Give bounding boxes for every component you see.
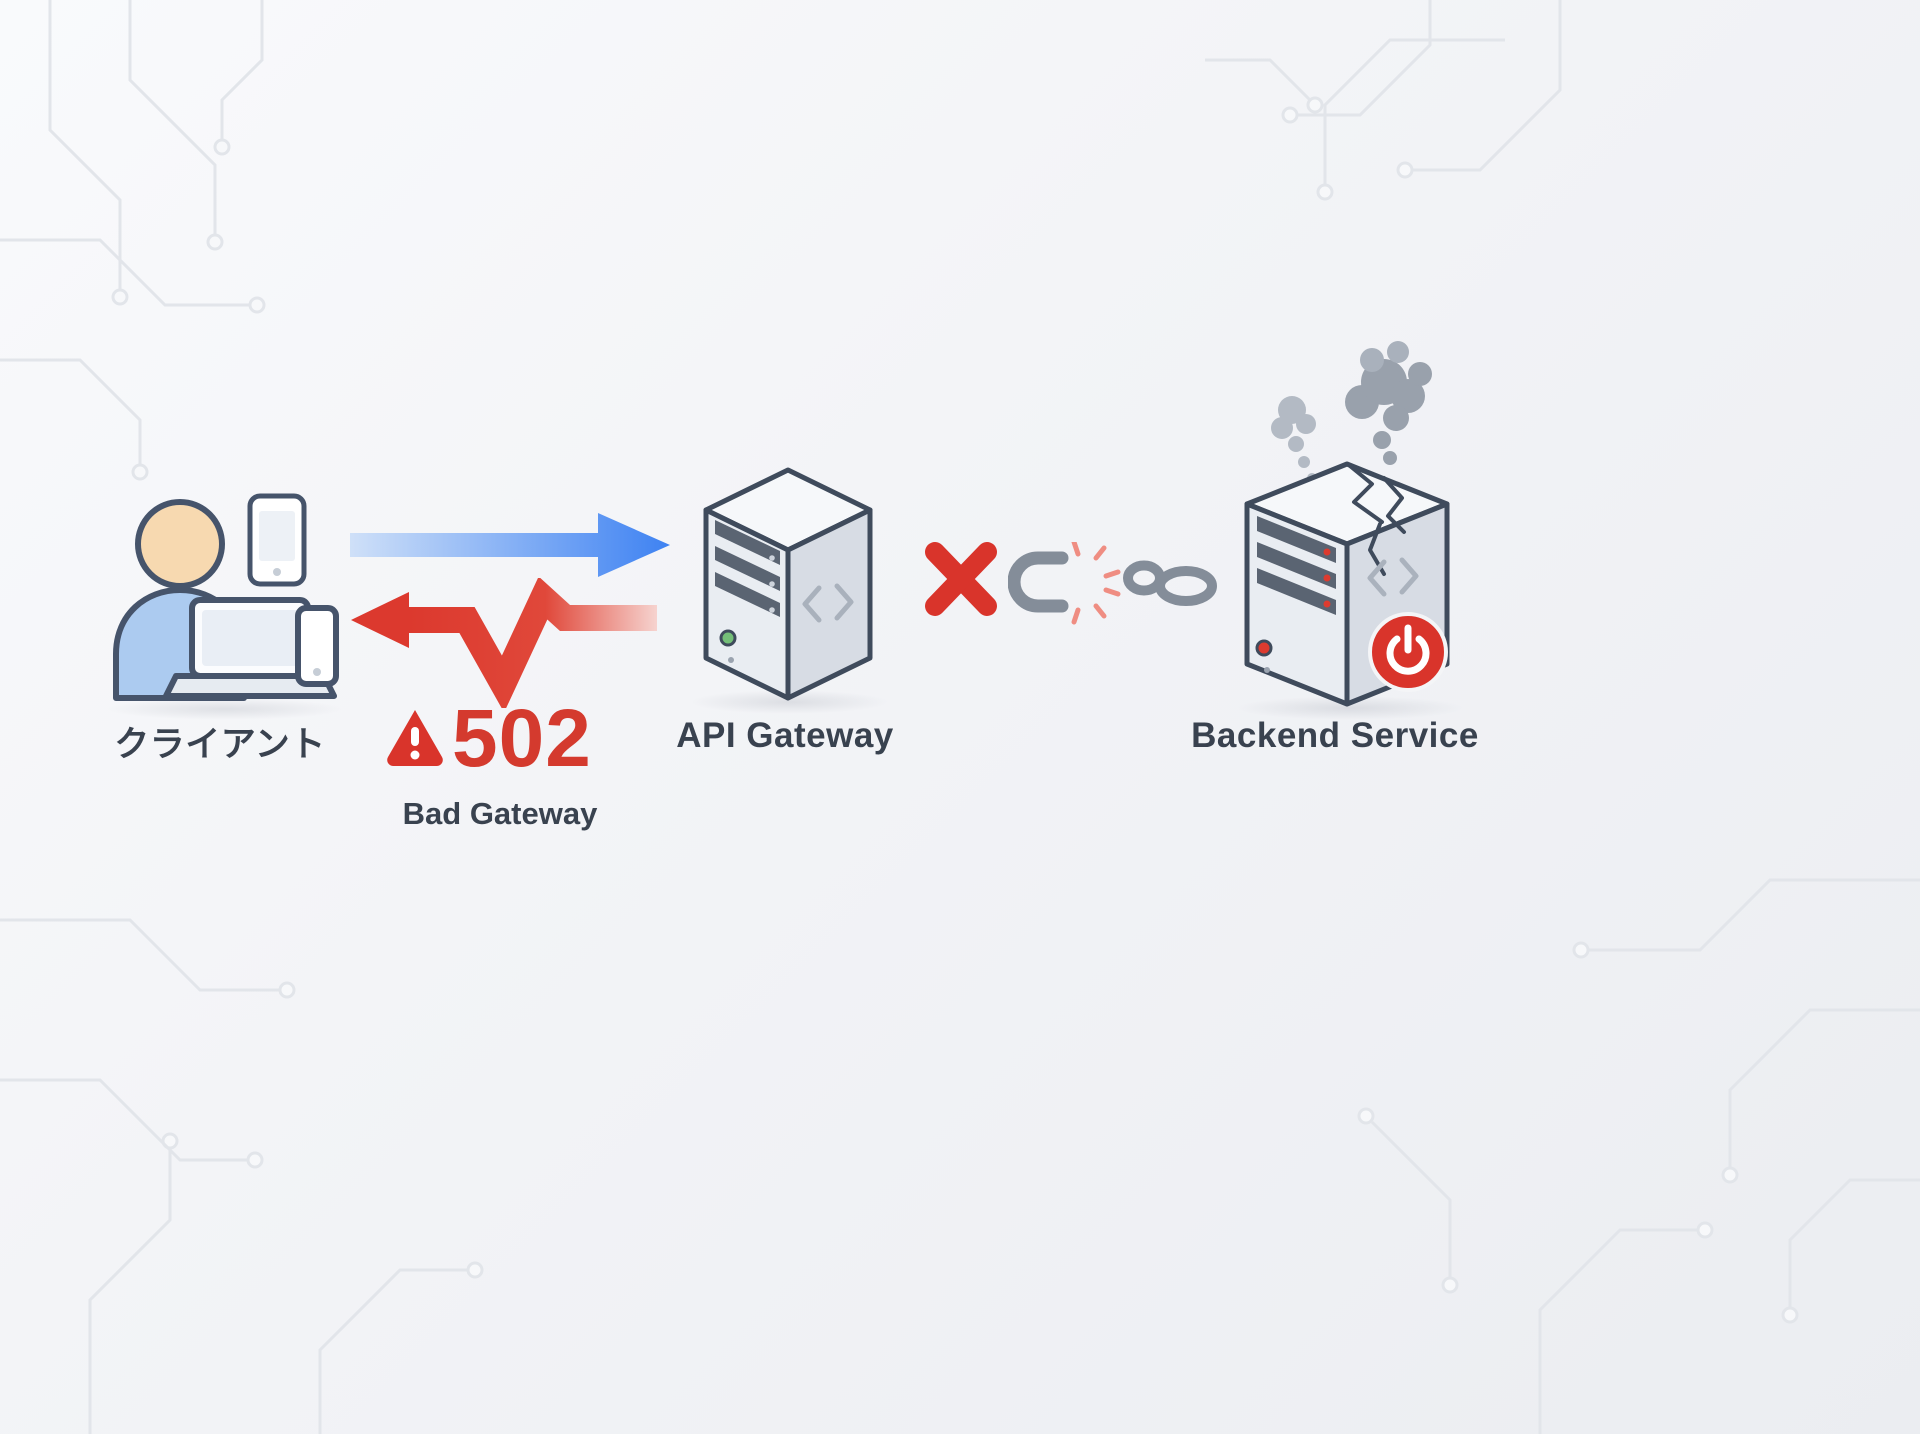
status-led-red — [1255, 639, 1273, 657]
code-chevrons-icon — [1367, 557, 1419, 597]
broken-link-open — [1008, 551, 1069, 613]
server-drive-slots — [1257, 516, 1336, 615]
error-code: 502 — [452, 693, 592, 784]
server-drive-slots — [715, 520, 780, 617]
warning-triangle-icon — [387, 710, 443, 766]
backend-server-icon — [1244, 341, 1450, 707]
backend-label: Backend Service — [1191, 716, 1479, 755]
chain-link-large — [1155, 566, 1217, 606]
client-shadow — [105, 698, 345, 720]
client-icon — [113, 493, 339, 701]
spark-burst — [1071, 542, 1121, 625]
server-side-face — [785, 507, 873, 701]
request-arrow-icon — [350, 513, 670, 577]
api-gateway-icon — [703, 467, 873, 701]
laptop-icon — [163, 597, 337, 699]
error-message: Bad Gateway — [402, 796, 598, 831]
api-gateway-label: API Gateway — [676, 716, 894, 755]
smartphone-icon — [247, 493, 307, 587]
disconnect-x-icon — [925, 542, 997, 616]
error-arrow-icon — [351, 578, 657, 708]
power-off-icon — [1368, 612, 1448, 692]
smoke-icon — [1271, 341, 1432, 483]
broken-chain-icon — [1008, 542, 1217, 625]
person-head — [135, 499, 225, 589]
client-label: クライアント — [114, 725, 326, 764]
tablet-icon — [295, 605, 339, 687]
code-chevrons-icon — [802, 583, 854, 623]
status-led-green — [719, 629, 737, 647]
